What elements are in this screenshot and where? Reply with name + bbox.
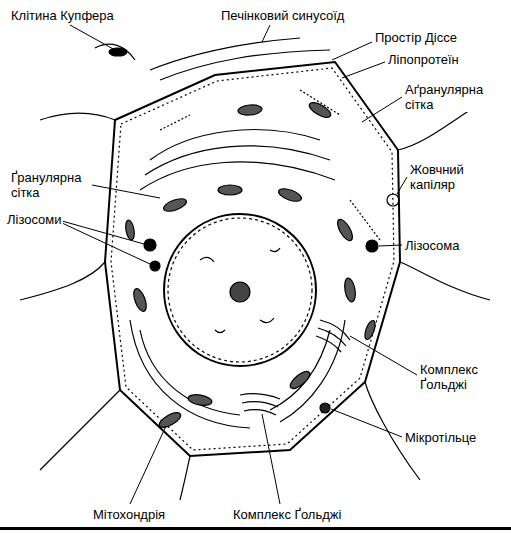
part-label: Ґранулярна сітка xyxy=(10,170,92,200)
part-label: Комплекс Ґольджі xyxy=(419,362,506,392)
part-label: Клітина Купфера xyxy=(10,8,115,23)
part-label: Простір Діссе xyxy=(374,30,458,45)
part-label: Аґранулярна сітка xyxy=(404,82,501,112)
part-label: Мітохондрія xyxy=(92,507,166,522)
part-label: Мікротільце xyxy=(404,430,477,445)
part-label: Ліпопротеїн xyxy=(387,52,460,67)
part-label: Комплекс Ґольджі xyxy=(232,507,342,522)
part-label: Лізосома xyxy=(404,238,461,253)
part-label: Печінковий синусоїд xyxy=(220,8,345,23)
part-label: Лізосоми xyxy=(6,212,63,227)
part-label: Жовчний капіляр xyxy=(409,162,501,192)
